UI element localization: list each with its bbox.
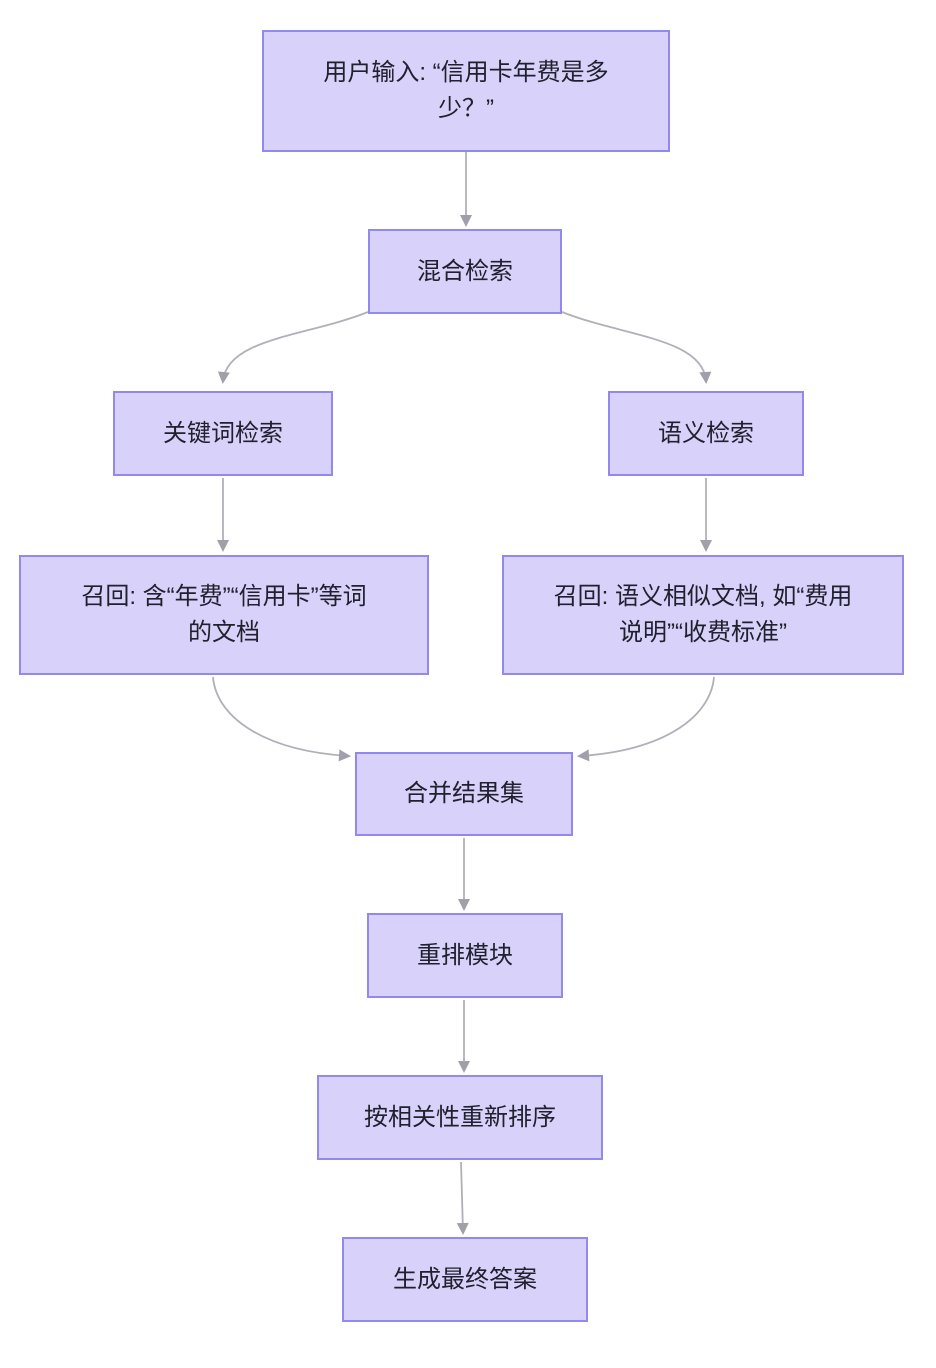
node-rerank-module: 重排模块 xyxy=(367,913,563,998)
node-keyword-recall-docs-label: 召回: 含“年费”“信用卡”等词的文档 xyxy=(81,583,367,646)
node-semantic-retrieval: 语义检索 xyxy=(608,391,804,476)
edge-semantic-recall-to-merge xyxy=(577,676,715,762)
node-merge-results: 合并结果集 xyxy=(355,752,573,836)
node-keyword-retrieval: 关键词检索 xyxy=(113,391,333,476)
node-semantic-retrieval-label: 语义检索 xyxy=(658,419,754,447)
node-merge-results-label: 合并结果集 xyxy=(404,780,524,807)
node-generate-final-answer-label: 生成最终答案 xyxy=(393,1265,537,1293)
node-keyword-retrieval-label: 关键词检索 xyxy=(163,419,283,447)
node-hybrid-retrieval: 混合检索 xyxy=(368,229,562,314)
node-user-input: 用户输入: “信用卡年费是多少？” xyxy=(262,30,670,152)
node-hybrid-retrieval-label: 混合检索 xyxy=(417,257,513,285)
node-semantic-recall-docs: 召回: 语义相似文档, 如“费用说明”“收费标准” xyxy=(502,555,904,675)
node-semantic-recall-docs-label: 召回: 语义相似文档, 如“费用说明”“收费标准” xyxy=(553,583,853,646)
node-user-input-label: 用户输入: “信用卡年费是多少？” xyxy=(323,59,609,122)
edge-hybrid-to-keyword xyxy=(217,311,369,384)
edge-hybrid-to-semantic xyxy=(561,311,712,384)
node-sort-by-relevance: 按相关性重新排序 xyxy=(317,1075,603,1160)
node-generate-final-answer: 生成最终答案 xyxy=(342,1237,588,1322)
node-keyword-recall-docs: 召回: 含“年费”“信用卡”等词的文档 xyxy=(19,555,429,675)
node-sort-by-relevance-label: 按相关性重新排序 xyxy=(364,1103,556,1131)
edge-sort-to-answer xyxy=(456,1161,469,1235)
node-rerank-module-label: 重排模块 xyxy=(417,941,513,969)
edge-keyword-recall-to-merge xyxy=(212,676,351,762)
